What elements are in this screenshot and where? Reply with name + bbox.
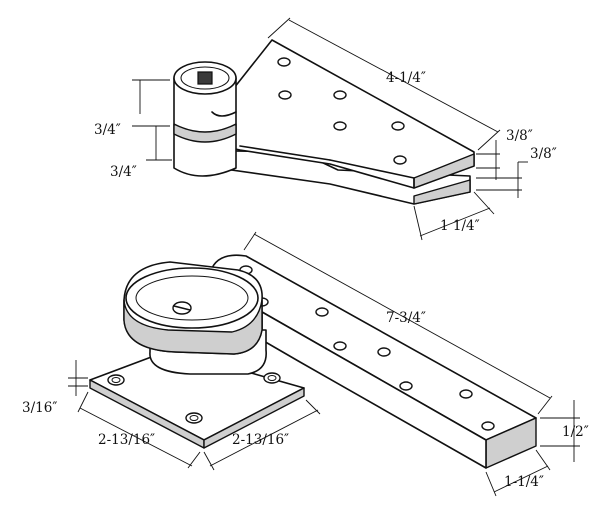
dim-bottom-length: 7-3/4″ <box>243 231 553 415</box>
label-top-length: 4-1/4″ <box>386 70 426 86</box>
base-plate-holes <box>107 372 281 424</box>
label-bottom-base-thickness: 3/16″ <box>22 400 57 416</box>
bottom-pivot-assembly: 7-3/4″ 3/16″ 2-13/16″ 2-13/16″ <box>22 231 589 497</box>
hex-socket-icon <box>197 71 213 85</box>
top-pivot-assembly: 4-1/4″ 3/4″ 3/4″ 3/8″ 3/8″ <box>94 17 557 241</box>
dim-bottom-base-thickness: 3/16″ <box>22 360 88 416</box>
label-top-plate-thickness-b: 3/8″ <box>530 146 557 162</box>
label-bottom-arm-thickness: 1/2″ <box>562 424 589 440</box>
dim-top-length: 4-1/4″ <box>267 17 501 151</box>
top-lower-plate-edge <box>413 179 471 205</box>
bottom-pivot-housing <box>123 261 267 375</box>
label-top-upper-height: 3/4″ <box>94 122 121 138</box>
dim-top-thickness: 3/8″ 3/8″ <box>476 128 557 198</box>
label-top-width: 1 1/4″ <box>440 218 480 234</box>
top-knuckle <box>173 61 237 177</box>
dim-bottom-arm-width: 1-1/4″ <box>485 449 551 497</box>
dim-bottom-base-width-left: 2-13/16″ <box>77 391 201 469</box>
bottom-base-plate-front-right <box>203 387 305 449</box>
label-top-lower-height: 3/4″ <box>110 164 137 180</box>
dim-top-heights: 3/4″ 3/4″ <box>94 79 172 180</box>
dim-bottom-base-width-right: 2-13/16″ <box>203 399 321 471</box>
dim-top-width: 1 1/4″ <box>413 191 495 241</box>
label-bottom-base-width-left: 2-13/16″ <box>98 432 155 448</box>
top-plate-holes <box>277 57 407 165</box>
label-bottom-length: 7-3/4″ <box>386 310 426 326</box>
label-bottom-base-width-right: 2-13/16″ <box>232 432 289 448</box>
label-top-plate-thickness-a: 3/8″ <box>506 128 533 144</box>
label-bottom-arm-width: 1-1/4″ <box>504 474 544 490</box>
dim-bottom-arm-thickness: 1/2″ <box>540 400 589 462</box>
